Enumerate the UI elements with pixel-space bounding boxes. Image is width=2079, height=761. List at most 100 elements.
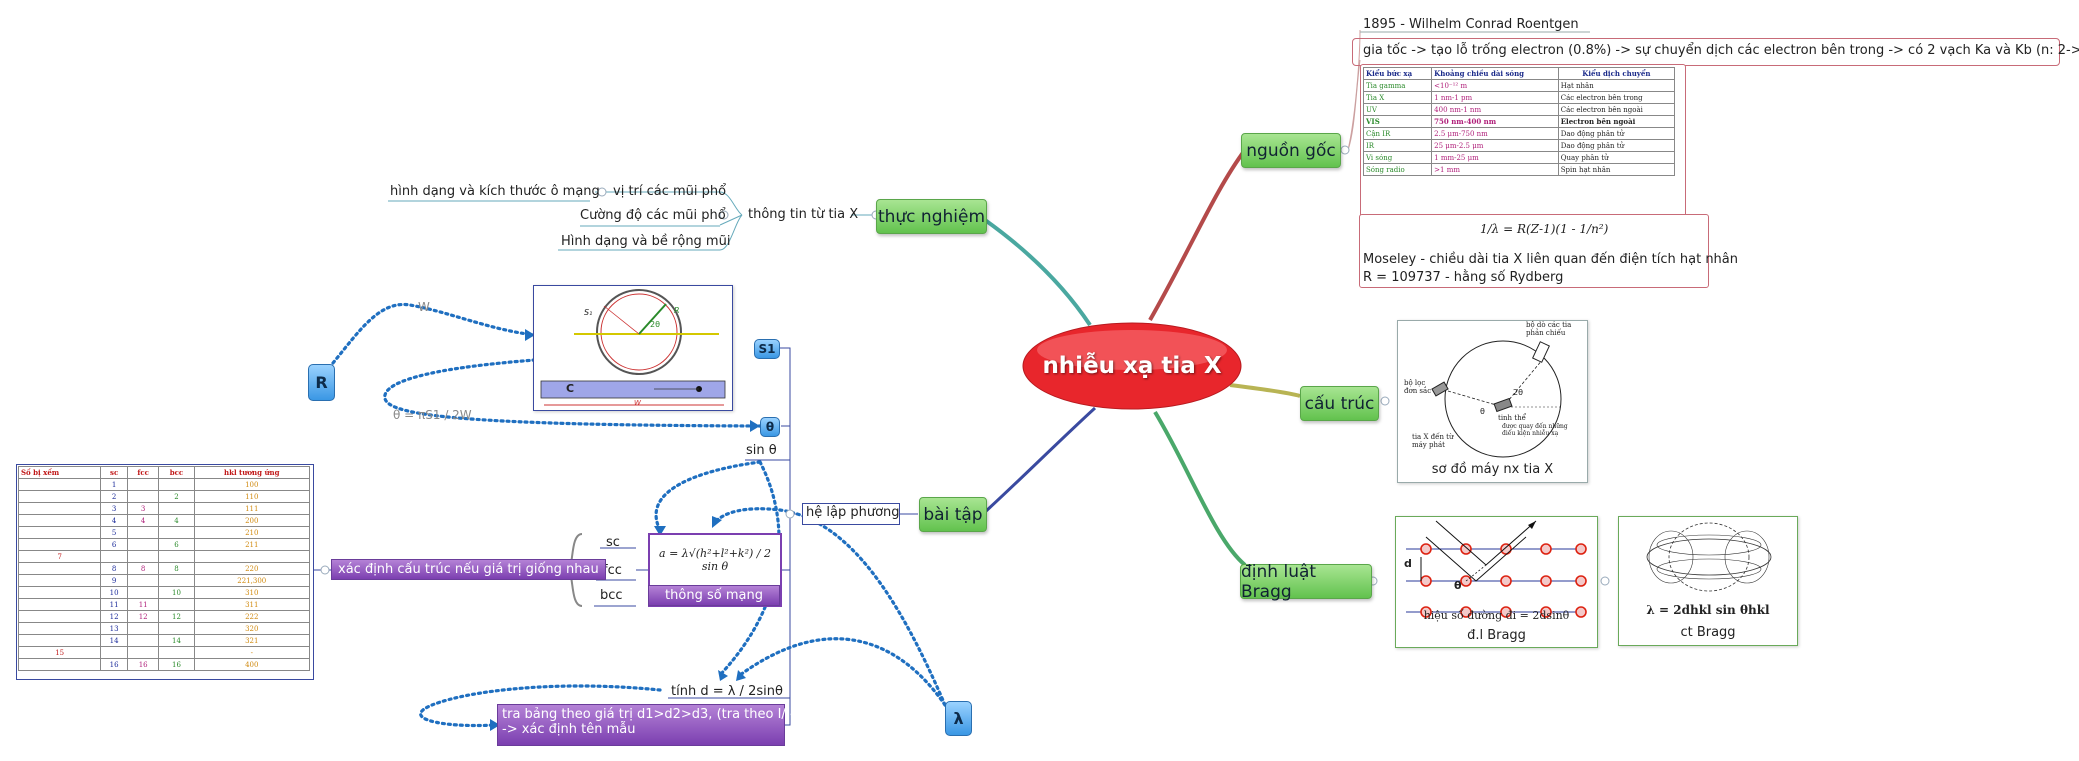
index-table-cell — [17, 514, 102, 527]
spectrum-cell: 2.5 μm-750 nm — [1431, 127, 1559, 140]
spectrum-cell: Spin hạt nhân — [1557, 163, 1676, 176]
spectrum-cell: Dao động phân tử — [1557, 127, 1676, 140]
index-table-cell: 3 — [100, 502, 128, 515]
node-cau-truc-label: cấu trúc — [1304, 393, 1375, 414]
badge-r[interactable]: R — [308, 364, 335, 401]
diffractometer-image-frame: bộ dò các tia phản chiếu bộ lọc đơn sắc … — [1397, 320, 1588, 483]
spectrum-cell: Sóng radio — [1362, 163, 1433, 176]
bragg-image-2-frame: λ = 2dhkl sin θhkl ct Bragg — [1618, 516, 1798, 646]
badge-lambda-label: λ — [953, 709, 964, 728]
badge-r-label: R — [315, 373, 328, 392]
index-table-cell — [17, 526, 102, 539]
diffractometer-label-2theta: 2θ — [1513, 388, 1523, 397]
node-bai-tap[interactable]: bài tập — [919, 497, 987, 532]
index-table-cell — [158, 478, 195, 491]
index-table-cell: 2 — [158, 490, 195, 503]
bragg-formula-diagram — [1646, 522, 1772, 592]
index-table-row: 7 — [17, 550, 311, 563]
film-diagram — [540, 289, 726, 406]
d-formula: tính d = λ / 2sinθ — [671, 684, 783, 699]
index-table-cell — [126, 646, 160, 659]
spectrum-header-2: Kiểu dịch chuyển — [1557, 67, 1676, 80]
structure-sc: sc — [606, 535, 620, 550]
node-nguon-goc-label: nguồn gốc — [1246, 140, 1336, 161]
index-table-cell — [100, 646, 128, 659]
sin-theta: sin θ — [746, 443, 777, 458]
badge-theta-label: θ — [765, 420, 775, 434]
bragg-image-1-frame: d θ hiệu số đường đi = 2dsinθ đ.l Bragg — [1395, 516, 1598, 648]
structure-bcc: bcc — [600, 588, 623, 603]
index-table-cell — [17, 562, 102, 575]
node-bragg-label: định luật Bragg — [1241, 561, 1317, 602]
node-thuc-nghiem[interactable]: thực nghiệm — [876, 199, 987, 234]
w-label: W — [418, 300, 430, 314]
node-cau-truc[interactable]: cấu trúc — [1300, 386, 1379, 421]
moseley-frame — [1359, 214, 1709, 288]
index-table-cell — [126, 550, 160, 563]
rydberg-formula: 1/λ = R(Z-1)(1 - 1/n²) — [1480, 222, 1609, 236]
index-table-cell — [126, 490, 160, 503]
index-table-cell: 8 — [100, 562, 128, 575]
arrow-heads — [490, 329, 760, 731]
index-table-cell — [126, 622, 160, 635]
structure-note: xác định cấu trúc nếu giá trị giống nhau — [331, 559, 606, 580]
index-table-cell: 15 — [17, 646, 102, 659]
he-lap-phuong-box[interactable] — [802, 503, 900, 525]
index-header-4: hkl tương ứng — [193, 466, 311, 479]
index-header-1: sc — [100, 466, 128, 479]
index-table-cell: 4 — [126, 514, 160, 527]
diffractometer-label-theta: θ — [1480, 407, 1485, 416]
index-table-cell — [17, 634, 102, 647]
index-table-cell: 9 — [100, 574, 128, 587]
line-to-table-note — [785, 514, 791, 726]
spectrum-cell: 750 nm-400 nm — [1431, 115, 1559, 128]
diffractometer-label-filter: bộ lọc đơn sắc — [1404, 379, 1432, 395]
index-table-cell — [17, 622, 102, 635]
index-table-cell: 5 — [100, 526, 128, 539]
note-roentgen: 1895 - Wilhelm Conrad Roentgen — [1363, 17, 1579, 32]
index-table-cell — [193, 550, 311, 563]
index-table-cell — [17, 574, 102, 587]
node-dinh-luat-bragg[interactable]: định luật Bragg — [1240, 561, 1372, 602]
he-lap-phuong-label: hệ lập phương — [806, 505, 900, 520]
node-nguon-goc[interactable]: nguồn gốc — [1241, 133, 1341, 168]
center-node[interactable]: nhiễu xạ tia X — [1023, 323, 1241, 409]
index-table-cell — [100, 550, 128, 563]
node-bai-tap-label: bài tập — [923, 504, 983, 525]
index-table-cell — [126, 478, 160, 491]
index-table-cell — [158, 574, 195, 587]
film-label-r: R — [674, 306, 680, 315]
badge-theta[interactable]: θ — [760, 417, 780, 437]
spectrum-cell: UV — [1362, 103, 1433, 116]
index-table-cell: 16 — [158, 658, 195, 671]
index-table-cell — [17, 610, 102, 623]
lattice-caption: thông số mạng — [648, 585, 780, 606]
index-table-cell: 8 — [126, 562, 160, 575]
vi-tri-child: hình dạng và kích thước ô mạng — [390, 184, 600, 199]
item-cuong-do: Cường độ các mũi phổ — [580, 208, 726, 223]
node-thuc-nghiem-label: thực nghiệm — [877, 206, 986, 227]
index-table-cell: 7 — [17, 550, 102, 563]
badge-lambda[interactable]: λ — [945, 701, 972, 736]
index-table-cell — [17, 502, 102, 515]
spectrum-cell: VIS — [1362, 115, 1433, 128]
index-table-cell: 6 — [100, 538, 128, 551]
index-table-cell: 10 — [100, 586, 128, 599]
index-table-cell — [158, 622, 195, 635]
lattice-formula-box[interactable]: a = λ√(h²+l²+k²) / 2 sin θ thông số mạng — [648, 533, 782, 607]
spectrum-cell: 1 nm-1 pm — [1431, 91, 1559, 104]
index-table-cell — [158, 550, 195, 563]
badge-s1[interactable]: S1 — [754, 339, 780, 359]
film-image-frame: S₁ 2θ R C W — [533, 285, 733, 411]
collapse-markers — [320, 145, 1610, 586]
branch-line-bragg — [1153, 410, 1247, 567]
diffractometer-label-detector: bộ dò các tia phản chiếu — [1526, 321, 1572, 337]
branch-line-nguon-goc — [1148, 148, 1247, 321]
spectrum-cell: Vi sóng — [1362, 151, 1433, 164]
index-table-cell: 320 — [193, 622, 311, 635]
spectrum-cell: Tia X — [1362, 91, 1433, 104]
arrow-lambda-to-d — [738, 637, 947, 707]
